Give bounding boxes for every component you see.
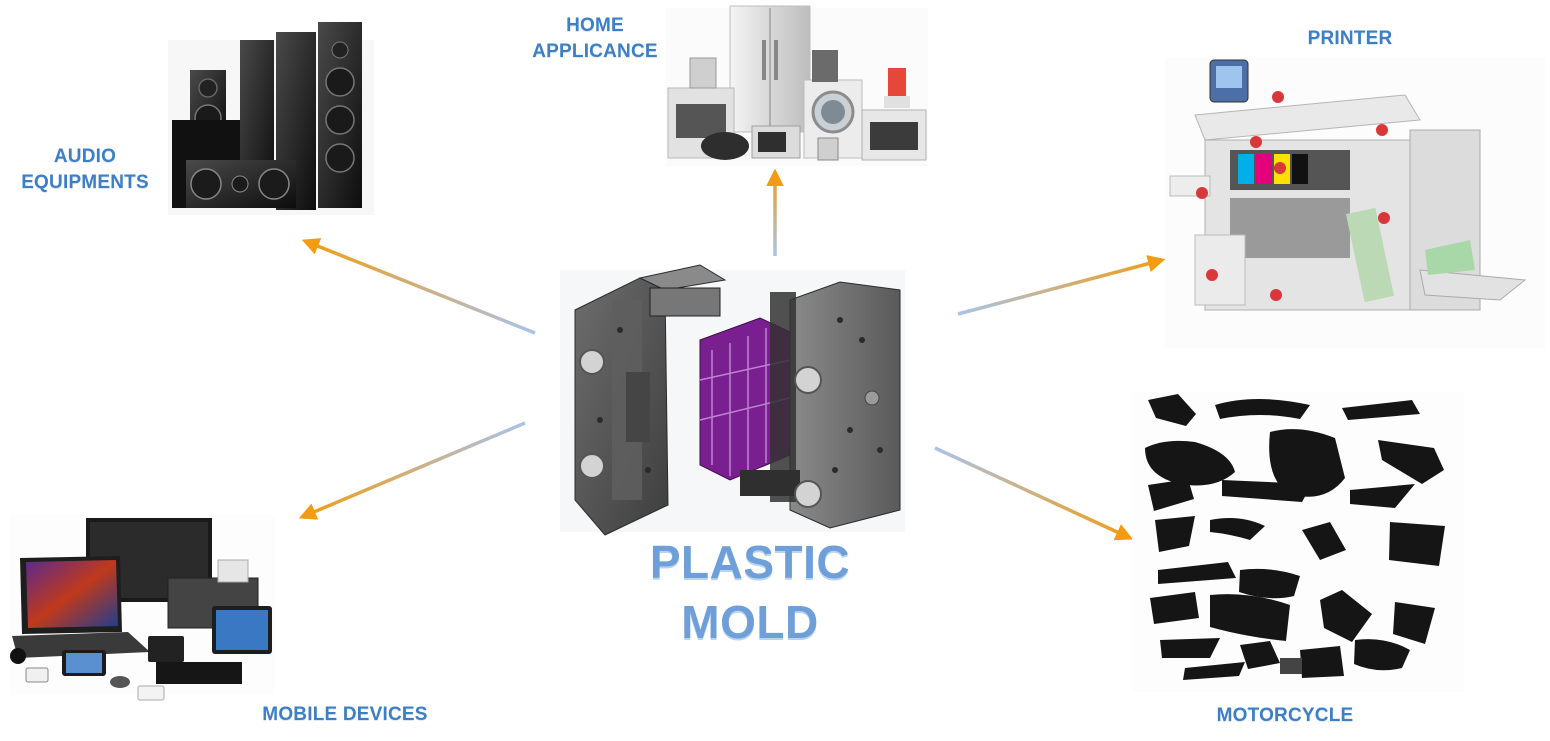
label-mobile: MOBILE DEVICES: [240, 702, 450, 728]
label-motorcycle: MOTORCYCLE: [1190, 703, 1380, 729]
arrow-to-mobile: [298, 421, 526, 520]
injection-mold-icon: [560, 264, 905, 536]
arrows: [298, 168, 1166, 541]
arrow-to-motorcycle: [934, 446, 1134, 541]
motorcycle-parts-icon: [1132, 392, 1464, 692]
label-home-line1: HOME: [566, 15, 624, 36]
office-printer-icon: [1165, 58, 1545, 348]
label-home: HOME APPLICANCE: [520, 13, 670, 65]
label-audio: AUDIO EQUIPMENTS: [10, 144, 160, 196]
label-printer-line1: PRINTER: [1307, 28, 1393, 49]
label-mobile-line1: MOBILE DEVICES: [262, 704, 428, 725]
label-audio-line2: EQUIPMENTS: [21, 172, 149, 193]
label-motorcycle-line1: MOTORCYCLE: [1216, 705, 1354, 726]
arrow-to-audio: [301, 238, 536, 335]
arrow-to-printer: [957, 255, 1166, 316]
label-home-line2: APPLICANCE: [532, 41, 658, 62]
diagram-title: PLASTIC MOLD: [649, 536, 851, 648]
speaker-system-icon: [168, 22, 374, 215]
home-appliances-icon: [666, 5, 928, 166]
label-printer: PRINTER: [1270, 26, 1430, 52]
mobile-devices-icon: [10, 515, 275, 701]
label-audio-line1: AUDIO: [53, 146, 117, 167]
